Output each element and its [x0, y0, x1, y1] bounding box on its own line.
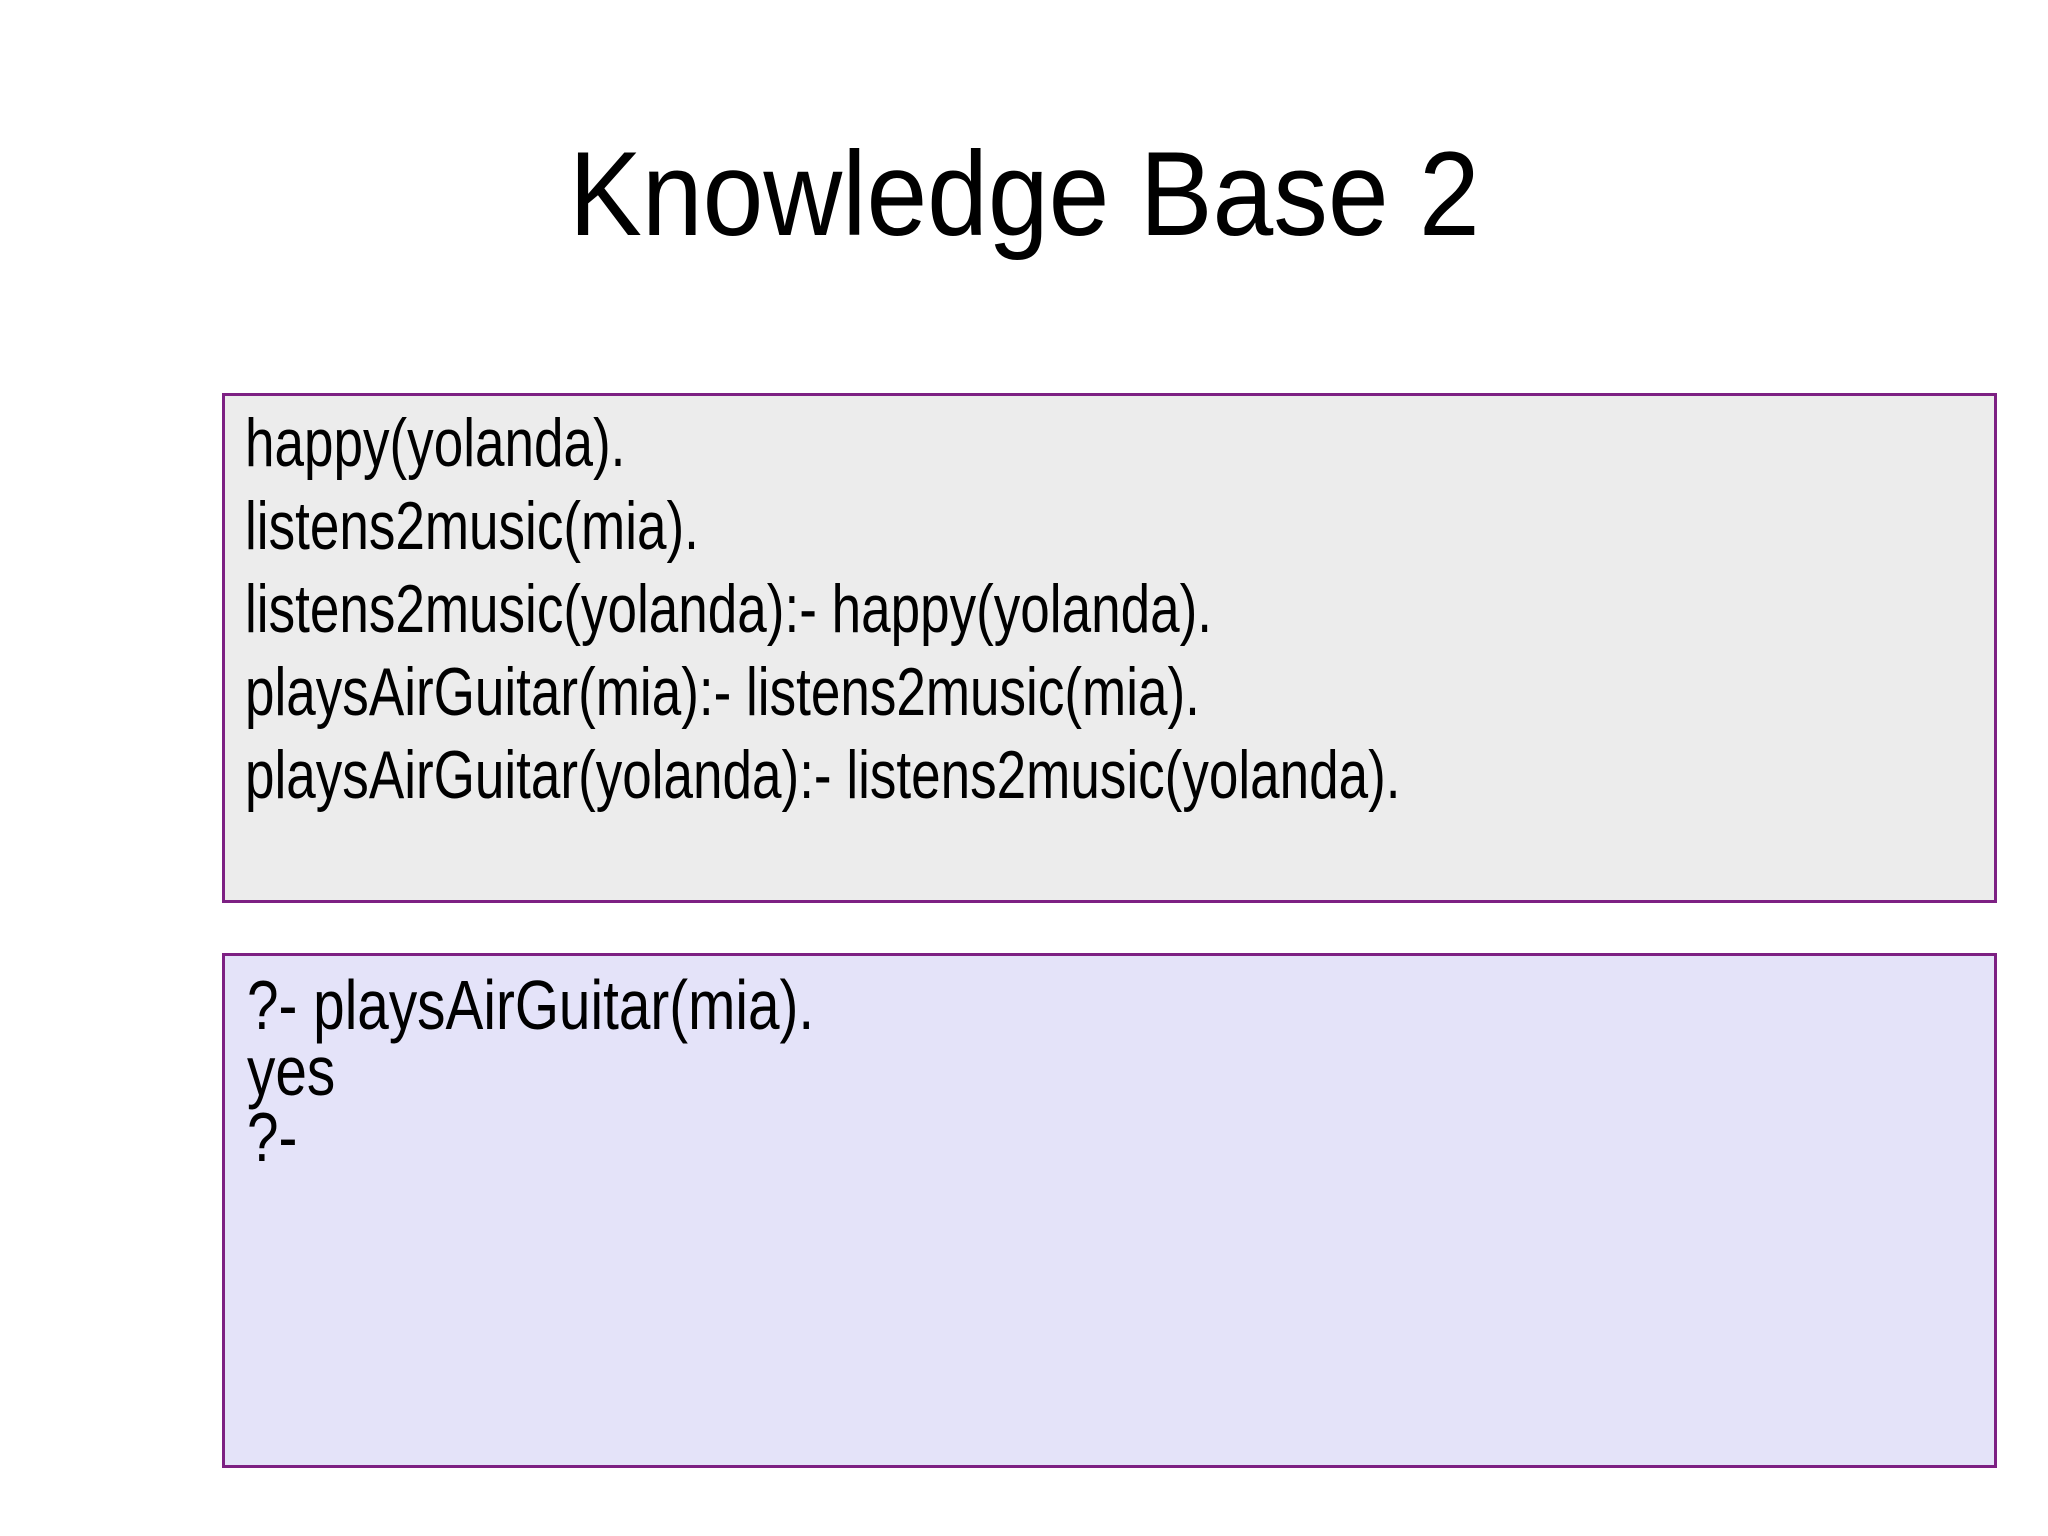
kb-clause: listens2music(mia). [245, 485, 1994, 568]
query-next-prompt-text: ?- [247, 1098, 298, 1176]
query-answer-line: yes [247, 1032, 1994, 1110]
kb-clause: playsAirGuitar(yolanda):- listens2music(… [245, 734, 1994, 817]
query-next-prompt-line: ?- [247, 1098, 1994, 1176]
kb-clause-text: playsAirGuitar(mia):- listens2music(mia)… [245, 654, 1200, 730]
kb-clause: listens2music(yolanda):- happy(yolanda). [245, 568, 1994, 651]
query-answer-text: yes [247, 1032, 336, 1110]
kb-clause-text: listens2music(yolanda):- happy(yolanda). [245, 571, 1212, 647]
query-box: ?- playsAirGuitar(mia). yes ?- [222, 953, 1997, 1468]
slide-title: Knowledge Base 2 [568, 127, 1480, 261]
kb-clause: playsAirGuitar(mia):- listens2music(mia)… [245, 651, 1994, 734]
query-prompt-text: ?- playsAirGuitar(mia). [247, 966, 815, 1044]
knowledge-base-box: happy(yolanda). listens2music(mia). list… [222, 393, 1997, 903]
kb-clause-text: playsAirGuitar(yolanda):- listens2music(… [245, 737, 1401, 813]
kb-clause-text: happy(yolanda). [245, 405, 626, 481]
title-area: Knowledge Base 2 [0, 124, 2048, 264]
query-prompt-line: ?- playsAirGuitar(mia). [247, 966, 1994, 1044]
kb-clause-text: listens2music(mia). [245, 488, 699, 564]
kb-clause: happy(yolanda). [245, 402, 1994, 485]
